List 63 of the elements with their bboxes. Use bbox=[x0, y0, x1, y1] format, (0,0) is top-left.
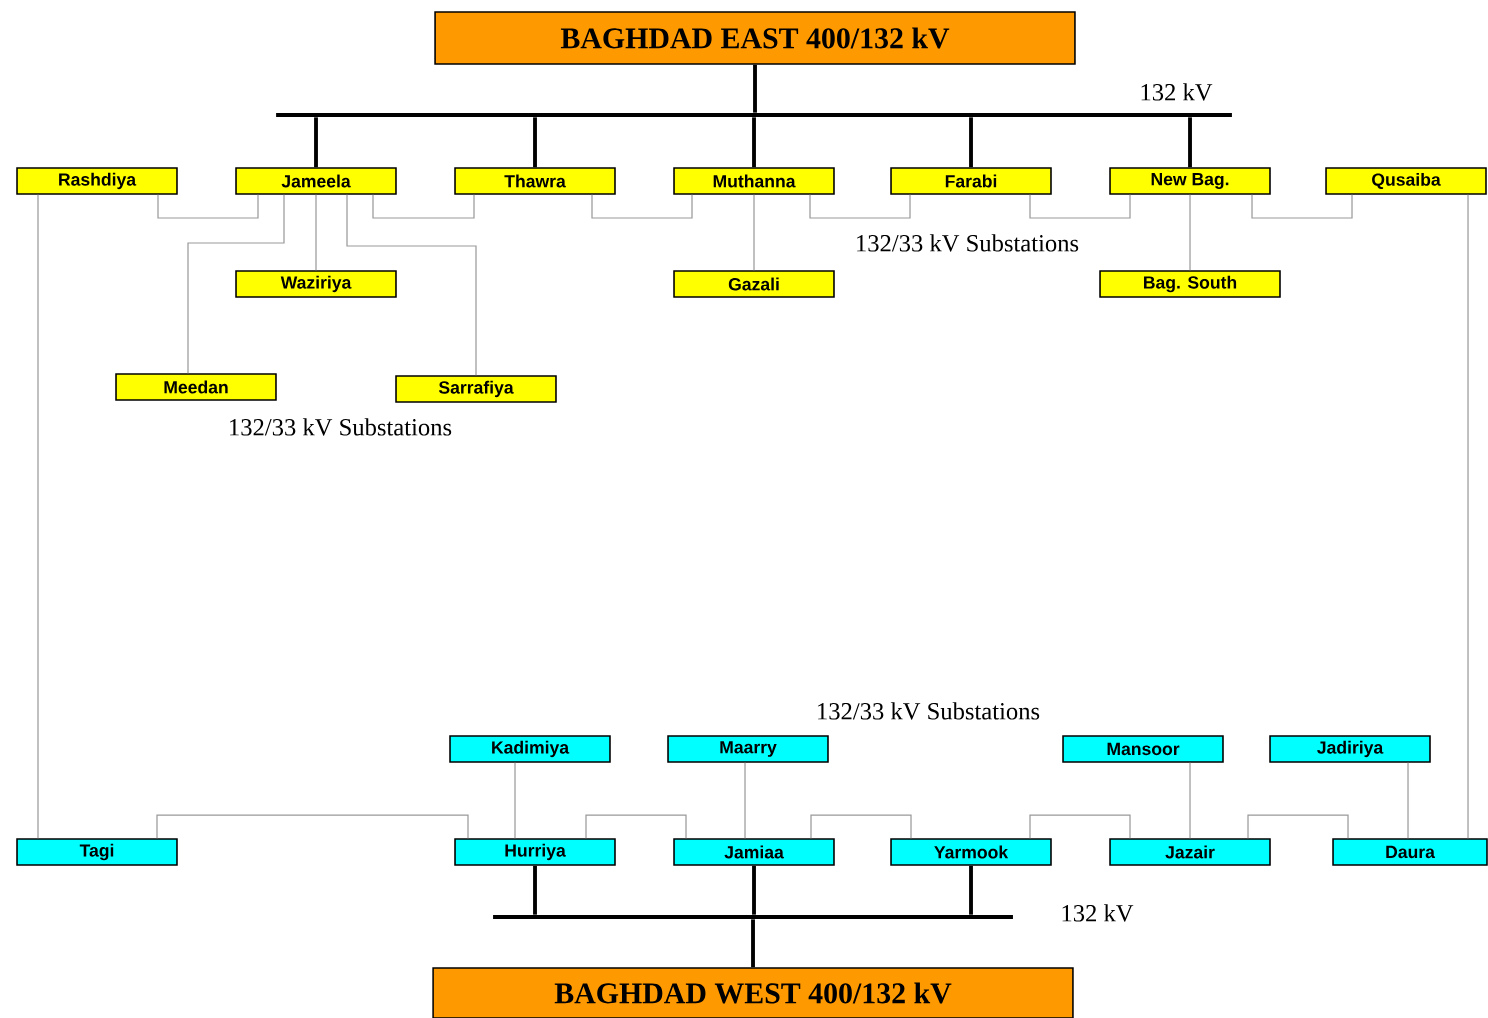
substation-box: Kadimiya bbox=[449, 735, 611, 763]
line bbox=[585, 814, 687, 839]
line bbox=[346, 194, 477, 376]
line bbox=[810, 814, 912, 839]
line bbox=[315, 194, 317, 271]
line bbox=[752, 865, 756, 915]
substation-box: Hurriya bbox=[454, 838, 616, 866]
line bbox=[1188, 117, 1192, 168]
line bbox=[809, 194, 911, 219]
substation-box: BAGHDAD EAST 400/132 kV bbox=[434, 11, 1076, 65]
substation-box: BAGHDAD WEST 400/132 kV bbox=[432, 967, 1074, 1018]
line bbox=[591, 194, 693, 219]
busbar bbox=[493, 915, 1013, 919]
line bbox=[1029, 814, 1131, 839]
substation-box: Waziriya bbox=[235, 270, 397, 298]
line bbox=[753, 64, 757, 113]
voltage-label: 132 kV bbox=[1062, 904, 1134, 922]
line bbox=[156, 814, 469, 839]
line bbox=[969, 117, 973, 168]
substation-box: Mansoor bbox=[1062, 735, 1224, 763]
line bbox=[1247, 814, 1349, 839]
line bbox=[157, 194, 259, 219]
substation-box: Gazali bbox=[673, 270, 835, 298]
line bbox=[744, 762, 746, 839]
busbar bbox=[276, 113, 1232, 117]
substation-box: Yarmook bbox=[890, 838, 1052, 866]
substation-box: New Bag. bbox=[1109, 167, 1271, 195]
line bbox=[751, 919, 755, 968]
substation-box: Maarry bbox=[667, 735, 829, 763]
substation-box: Farabi bbox=[890, 167, 1052, 195]
substation-box: Thawra bbox=[454, 167, 616, 195]
line bbox=[533, 865, 537, 915]
line bbox=[1189, 194, 1191, 271]
line bbox=[514, 762, 516, 839]
substation-box: Qusaiba bbox=[1325, 167, 1487, 195]
line bbox=[314, 117, 318, 168]
line bbox=[1407, 762, 1409, 839]
line bbox=[1029, 194, 1131, 219]
substation-box: Jamiaa bbox=[673, 838, 835, 866]
note: 132/33 kV Substations bbox=[818, 702, 1040, 720]
line bbox=[533, 117, 537, 168]
line bbox=[37, 194, 39, 839]
line bbox=[752, 117, 756, 168]
substation-box: Jameela bbox=[235, 167, 397, 195]
note: 132/33 kV Substations bbox=[230, 418, 452, 436]
substation-box: Daura bbox=[1332, 838, 1488, 866]
substation-box: Bag. South bbox=[1099, 270, 1281, 298]
line bbox=[1251, 194, 1353, 219]
note: 132/33 kV Substations bbox=[857, 234, 1079, 252]
line bbox=[372, 194, 475, 219]
substation-box: Tagi bbox=[16, 838, 178, 866]
substation-box: Meedan bbox=[115, 373, 277, 401]
line bbox=[753, 194, 755, 271]
substation-box: Rashdiya bbox=[16, 167, 178, 195]
voltage-label: 132 kV bbox=[1141, 83, 1213, 101]
line bbox=[1189, 762, 1191, 839]
substation-box: Jadiriya bbox=[1269, 735, 1431, 763]
line bbox=[969, 865, 973, 915]
substation-box: Muthanna bbox=[673, 167, 835, 195]
substation-box: Sarrafiya bbox=[395, 375, 557, 403]
line bbox=[187, 194, 285, 374]
line bbox=[1467, 194, 1469, 839]
substation-box: Jazair bbox=[1109, 838, 1271, 866]
